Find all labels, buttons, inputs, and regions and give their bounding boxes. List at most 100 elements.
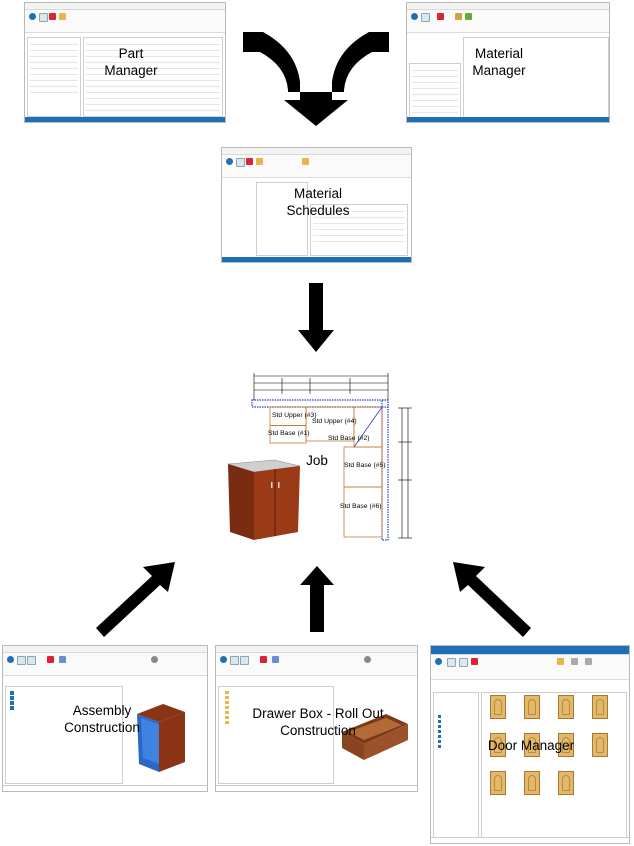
parts-grid <box>83 37 223 117</box>
up-arrow-right <box>453 562 531 637</box>
material-grid <box>463 37 609 119</box>
delete-icon[interactable] <box>49 13 56 20</box>
delete-icon[interactable] <box>471 658 478 665</box>
delete-icon[interactable] <box>260 656 267 663</box>
material-tree-panel <box>409 63 461 119</box>
modify-icon[interactable] <box>364 656 371 663</box>
wall-top <box>251 399 389 408</box>
window-titlebar <box>3 646 207 653</box>
caption-drawer-box: Drawer Box - Roll Out Construction <box>252 706 384 738</box>
drawer-box-3d <box>342 714 408 760</box>
door-thumb[interactable] <box>490 733 506 757</box>
assembly-tree <box>5 686 123 784</box>
door-thumb[interactable] <box>592 695 608 719</box>
status-bar <box>216 785 417 791</box>
grid-icon[interactable] <box>585 658 592 665</box>
window-titlebar <box>222 148 411 155</box>
job-floor-plan <box>251 373 412 541</box>
material-manager-window <box>406 2 610 123</box>
parameters-icon[interactable] <box>59 656 66 663</box>
return-icon[interactable] <box>29 13 36 20</box>
label-std-base-2: Std Base (#2) <box>328 435 370 442</box>
status-bar <box>431 837 629 843</box>
return-icon[interactable] <box>220 656 227 663</box>
label-std-base-6: Std Base (#6) <box>340 503 382 510</box>
drawer-box-window <box>215 645 418 792</box>
door-manager-window <box>430 645 630 844</box>
window-titlebar <box>431 646 629 655</box>
new-icon[interactable] <box>236 158 245 167</box>
delete-icon[interactable] <box>47 656 54 663</box>
door-thumb[interactable] <box>558 733 574 757</box>
label-std-base-5: Std Base (#5) <box>344 462 386 469</box>
ribbon <box>407 10 609 33</box>
down-arrow <box>298 283 334 352</box>
wall-right <box>381 399 389 541</box>
assembly-box-3d <box>137 704 185 772</box>
palette-icon[interactable] <box>455 13 462 20</box>
base-cabinet-3d <box>227 459 301 540</box>
status-bar <box>407 117 609 122</box>
new-icon[interactable] <box>230 656 239 665</box>
door-tree <box>433 692 479 838</box>
door-thumb[interactable] <box>524 733 540 757</box>
up-arrow-middle <box>300 566 334 632</box>
new-icon[interactable] <box>17 656 26 665</box>
schedule-grid <box>310 204 408 256</box>
copy-icon[interactable] <box>459 658 468 667</box>
ribbon <box>431 655 629 680</box>
up-arrow-left <box>96 562 175 637</box>
door-thumb[interactable] <box>524 695 540 719</box>
tree-panel <box>27 37 81 117</box>
door-gallery <box>481 692 627 838</box>
ribbon <box>25 10 225 33</box>
door-thumb[interactable] <box>490 695 506 719</box>
schedule-tree <box>256 182 308 256</box>
window-titlebar <box>216 646 417 653</box>
return-icon[interactable] <box>7 656 14 663</box>
return-icon[interactable] <box>435 658 442 665</box>
tools-icon[interactable] <box>302 158 309 165</box>
caption-material-manager: Material Manager <box>472 46 526 78</box>
ribbon <box>3 653 207 676</box>
delete-icon[interactable] <box>437 13 444 20</box>
status-bar <box>25 117 225 122</box>
label-std-base-1: Std Base (#1) <box>268 430 310 437</box>
caption-job: Job <box>306 453 328 468</box>
merge-arrow <box>243 32 389 126</box>
parameters-icon[interactable] <box>272 656 279 663</box>
caption-material-schedules: Material Schedules <box>286 186 350 218</box>
door-thumb[interactable] <box>558 771 574 795</box>
material-schedules-window <box>221 147 412 263</box>
window-titlebar <box>407 3 609 10</box>
color-icon[interactable] <box>465 13 472 20</box>
new-icon[interactable] <box>447 658 456 667</box>
delete-icon[interactable] <box>246 158 253 165</box>
ribbon <box>216 653 417 676</box>
door-thumb[interactable] <box>524 771 540 795</box>
new-icon[interactable] <box>421 13 430 22</box>
list-icon[interactable] <box>571 658 578 665</box>
assembly-manager-window <box>2 645 208 792</box>
price-matrix-icon[interactable] <box>557 658 564 665</box>
status-bar <box>222 257 411 262</box>
return-icon[interactable] <box>226 158 233 165</box>
label-std-upper-4: Std Upper (#4) <box>312 418 357 425</box>
schedule-icon[interactable] <box>256 158 263 165</box>
window-titlebar <box>25 3 225 10</box>
drawer-tree <box>218 686 334 784</box>
door-thumb[interactable] <box>558 695 574 719</box>
ribbon <box>222 155 411 178</box>
caption-part-manager: Part Manager <box>104 46 158 78</box>
copy-icon[interactable] <box>27 656 36 665</box>
copy-icon[interactable] <box>240 656 249 665</box>
return-icon[interactable] <box>411 13 418 20</box>
part-manager-window <box>24 2 226 123</box>
new-icon[interactable] <box>39 13 48 22</box>
status-bar <box>3 785 207 791</box>
door-thumb[interactable] <box>490 771 506 795</box>
report-icon[interactable] <box>59 13 66 20</box>
modify-icon[interactable] <box>151 656 158 663</box>
door-thumb[interactable] <box>592 733 608 757</box>
